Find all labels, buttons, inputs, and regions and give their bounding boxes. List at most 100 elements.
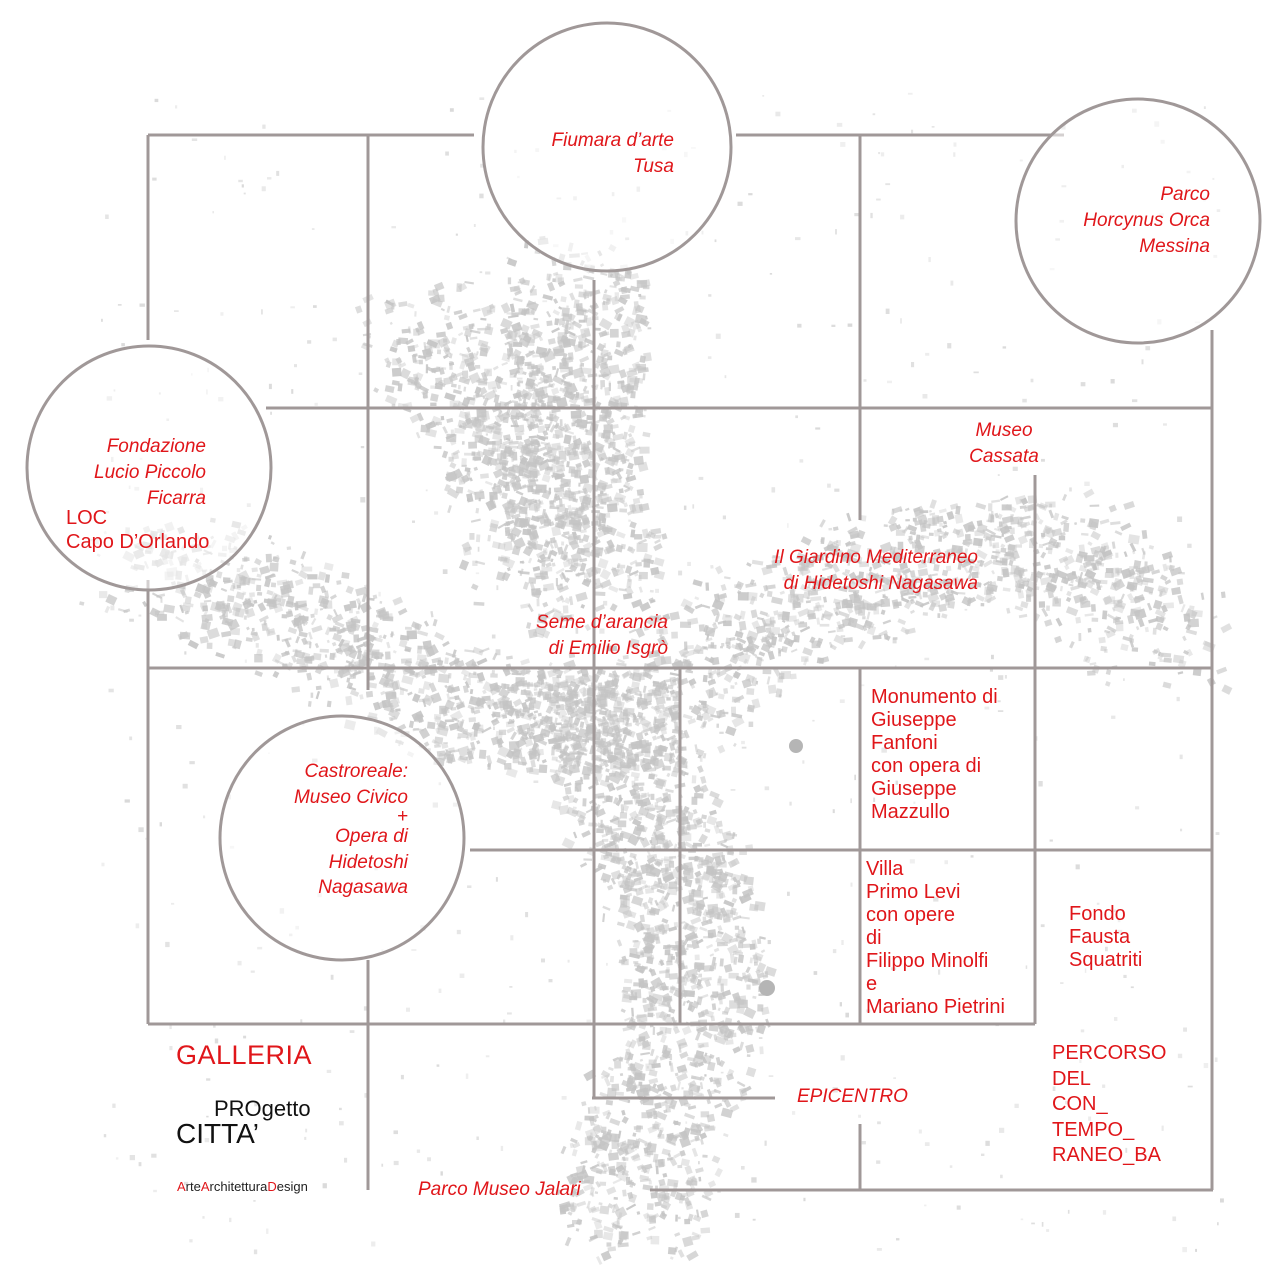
building-block	[1163, 657, 1172, 663]
building-block	[1053, 512, 1060, 521]
building-block	[746, 1054, 751, 1058]
building-block	[486, 309, 492, 314]
building-block	[475, 507, 480, 514]
building-block	[535, 748, 544, 756]
building-block	[453, 657, 460, 665]
building-block	[607, 355, 613, 361]
building-block	[563, 434, 572, 445]
building-block	[697, 765, 704, 773]
building-block	[638, 571, 648, 580]
building-block	[556, 708, 568, 719]
building-block	[388, 708, 401, 720]
building-block	[1024, 530, 1033, 537]
building-block	[863, 379, 867, 382]
building-block	[730, 685, 735, 689]
building-block	[559, 1207, 567, 1215]
building-block	[704, 828, 711, 833]
building-block	[734, 681, 738, 686]
building-block	[251, 567, 258, 573]
building-block	[606, 843, 611, 848]
building-block	[348, 658, 355, 668]
building-block	[942, 524, 948, 529]
building-block	[694, 596, 700, 601]
building-block	[484, 480, 493, 486]
building-block	[650, 1235, 660, 1245]
building-block	[991, 570, 995, 575]
building-block	[515, 435, 523, 441]
building-block	[929, 499, 937, 509]
building-block	[462, 728, 468, 735]
building-block	[473, 601, 485, 606]
building-block	[580, 1160, 588, 1165]
building-block	[264, 577, 272, 588]
building-block	[440, 307, 446, 312]
building-block	[828, 641, 833, 648]
building-block	[600, 872, 612, 883]
building-block	[469, 688, 474, 695]
building-block	[662, 1172, 668, 1178]
building-block	[245, 607, 256, 619]
building-block	[663, 684, 670, 694]
building-block	[1148, 661, 1156, 667]
building-block	[482, 681, 496, 694]
building-block	[709, 790, 720, 799]
building-block	[1148, 544, 1155, 550]
building-block	[470, 741, 476, 751]
building-block	[859, 598, 873, 611]
building-block	[600, 688, 612, 700]
building-block	[446, 417, 454, 424]
building-block	[361, 593, 367, 603]
building-block	[532, 566, 541, 572]
building-block	[706, 1098, 711, 1105]
building-block	[700, 1209, 709, 1219]
building-block	[660, 1034, 667, 1044]
building-block	[683, 990, 695, 998]
building-block	[457, 745, 471, 758]
building-block	[1060, 982, 1064, 984]
building-block	[600, 1250, 612, 1262]
building-block	[700, 1138, 704, 1145]
building-block	[1031, 1222, 1035, 1225]
building-block	[585, 429, 593, 436]
building-block	[714, 613, 720, 623]
building-block	[603, 600, 608, 606]
building-block	[329, 652, 336, 660]
building-block	[729, 953, 735, 963]
building-block	[782, 625, 791, 635]
building-block	[682, 1000, 686, 1007]
building-block	[732, 654, 737, 660]
building-block	[597, 558, 609, 570]
building-block	[666, 1014, 671, 1017]
building-block	[442, 426, 448, 434]
building-block	[746, 635, 754, 645]
building-block	[291, 568, 299, 575]
building-block	[651, 689, 662, 697]
building-block	[706, 633, 710, 640]
building-block	[928, 601, 937, 612]
building-block	[636, 542, 648, 553]
building-block	[529, 470, 538, 478]
building-block	[621, 330, 631, 339]
building-block	[633, 1125, 644, 1130]
building-block	[263, 598, 275, 605]
building-block	[495, 712, 506, 720]
building-block	[542, 300, 548, 303]
building-block	[647, 327, 652, 330]
building-block	[556, 674, 562, 679]
building-block	[350, 621, 361, 632]
building-block	[792, 601, 801, 609]
building-block	[790, 648, 798, 653]
building-block	[530, 438, 538, 445]
building-block	[807, 580, 812, 589]
building-block	[650, 901, 653, 906]
building-block	[395, 708, 401, 712]
building-block	[674, 739, 679, 745]
building-block	[709, 1076, 714, 1083]
building-block	[1216, 666, 1228, 675]
building-block	[423, 741, 430, 747]
building-block	[685, 669, 694, 674]
building-block	[455, 371, 464, 378]
building-block	[1084, 613, 1094, 617]
building-block	[487, 704, 492, 710]
building-block	[1016, 544, 1022, 548]
